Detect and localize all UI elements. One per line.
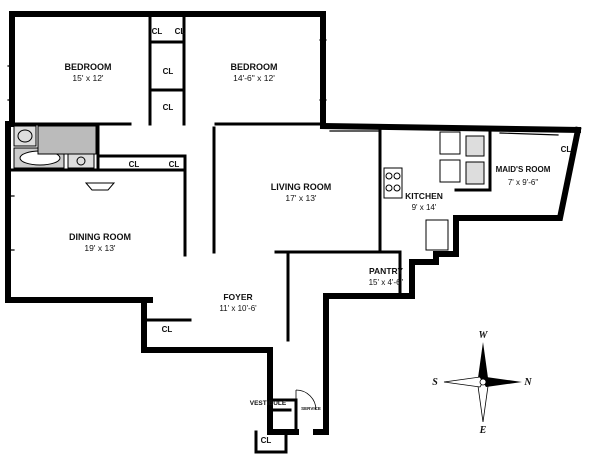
bathroom-fixtures [13, 125, 116, 191]
closet-label: CL [561, 145, 572, 154]
vestibule-label: VESTIBULE [250, 400, 287, 407]
closet-label: CL [175, 27, 186, 36]
bedroom-right-name: BEDROOM [231, 62, 278, 72]
closet-label: CL [163, 103, 174, 112]
foyer: FOYER 11' x 10'-6' [219, 292, 257, 313]
living-room-dim: 17' x 13' [285, 193, 317, 203]
kitchen: KITCHEN 9' x 14' [405, 191, 443, 212]
pantry-dim: 15' x 4'-6" [369, 278, 404, 287]
dining-room: DINING ROOM 19' x 13' [69, 232, 131, 253]
maids-room-name: MAID'S ROOM [496, 165, 551, 174]
kitchen-dim: 9' x 14' [412, 203, 437, 212]
closet-labels: CL CL CL CL CL CL CL CL CL [129, 27, 572, 445]
living-room: LIVING ROOM 17' x 13' [271, 182, 332, 203]
closet-label: CL [129, 160, 140, 169]
foyer-name: FOYER [223, 292, 252, 302]
compass-west-label: W [479, 330, 489, 341]
closet-label: CL [163, 67, 174, 76]
closet-label: CL [169, 160, 180, 169]
pantry-name: PANTRY [369, 266, 403, 276]
bedroom-left: BEDROOM 15' x 12' [65, 62, 112, 83]
closet-label: CL [152, 27, 163, 36]
kitchen-name: KITCHEN [405, 191, 443, 201]
compass-east-label: E [479, 425, 487, 436]
bedroom-right-dim: 14'-6" x 12' [233, 73, 275, 83]
service-label: SERVICE [301, 406, 321, 411]
bedroom-right: BEDROOM 14'-6" x 12' [231, 62, 278, 83]
kitchen-fixtures [383, 131, 485, 251]
bedroom-left-dim: 15' x 12' [72, 73, 104, 83]
dining-room-dim: 19' x 13' [84, 243, 116, 253]
compass-north-label: N [523, 377, 532, 388]
maids-room-dim: 7' x 9'-6" [508, 178, 539, 187]
living-room-name: LIVING ROOM [271, 182, 332, 192]
compass-south-label: S [432, 377, 438, 388]
bedroom-left-name: BEDROOM [65, 62, 112, 72]
walls [5, 11, 582, 454]
compass-icon: W E S N [432, 330, 532, 436]
closet-label: CL [261, 436, 272, 445]
doors [295, 389, 317, 411]
closet-label: CL [162, 325, 173, 334]
foyer-dim: 11' x 10'-6' [219, 304, 257, 313]
pantry: PANTRY 15' x 4'-6" [369, 266, 404, 287]
maids-room: MAID'S ROOM 7' x 9'-6" [496, 165, 551, 187]
dining-room-name: DINING ROOM [69, 232, 131, 242]
